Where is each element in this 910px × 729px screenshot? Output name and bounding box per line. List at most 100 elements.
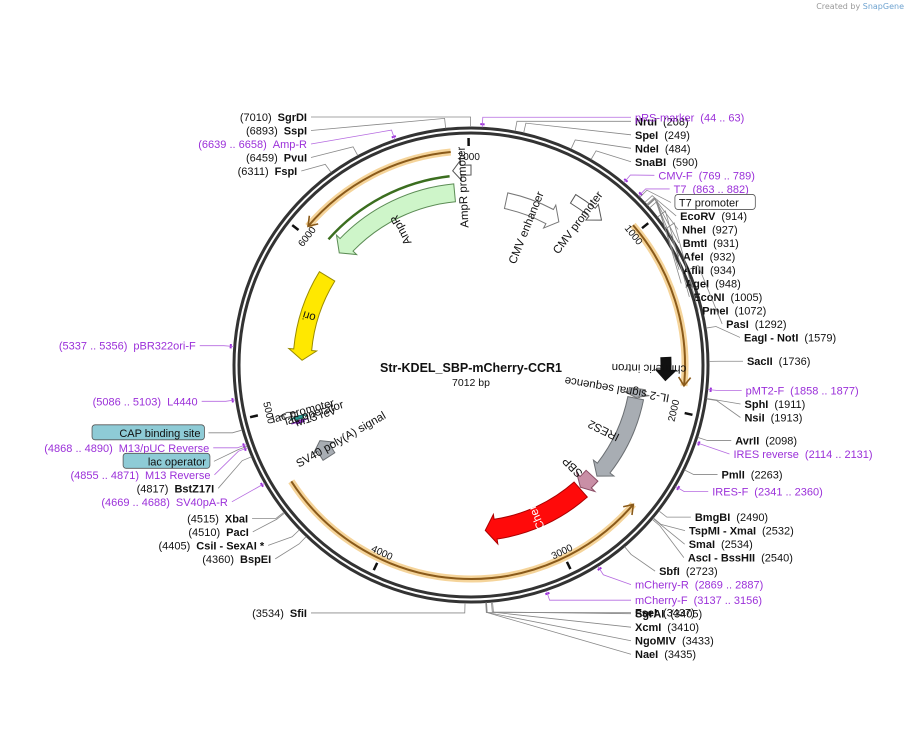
enzyme-label-bmti[interactable]: BmtI(931) <box>683 238 739 250</box>
enzyme-label-ngomiv[interactable]: NgoMIV(3433) <box>635 636 714 648</box>
primer-label-pmt2-f[interactable]: pMT2-F(1858 .. 1877) <box>746 386 859 398</box>
enzyme-label-sgrdi[interactable]: (7010)SgrDI <box>240 112 307 124</box>
site-position: (3405) <box>670 609 702 621</box>
enzyme-label-pvui[interactable]: (6459)PvuI <box>246 153 307 165</box>
enzyme-label-agei[interactable]: AgeI(948) <box>685 278 741 290</box>
enzyme-label-sfii[interactable]: (3534)SfiI <box>252 608 307 620</box>
leader-line-nsii <box>706 398 741 418</box>
enzyme-label-sacii[interactable]: SacII(1736) <box>747 356 810 368</box>
leader-line-sspi <box>310 117 447 131</box>
primer-label-ires-f[interactable]: IRES-F(2341 .. 2360) <box>712 487 823 499</box>
leader-line-aflii <box>647 198 680 271</box>
enzyme-label-econi[interactable]: EcoNI(1005) <box>693 292 762 304</box>
enzyme-label-snabi[interactable]: SnaBI(590) <box>635 157 698 169</box>
feature-m13-rev[interactable] <box>291 417 309 425</box>
feature-cmv-promoter[interactable] <box>569 193 603 221</box>
primer-label-m13-puc-reverse[interactable]: (4868 .. 4890)M13/pUC Reverse <box>44 443 209 455</box>
site-position: (3534) <box>252 608 284 620</box>
site-name: NheI <box>682 224 706 236</box>
site-position: (5337 .. 5356) <box>59 341 128 353</box>
site-name: XbaI <box>225 513 248 525</box>
enzyme-label-asci-bsshii[interactable]: AscI - BssHII(2540) <box>688 553 793 565</box>
feature-mcherry[interactable] <box>484 481 589 546</box>
site-name: T7 <box>674 184 687 196</box>
enzyme-label-xbai[interactable]: (4515)XbaI <box>187 513 248 525</box>
primer-label-amp-r[interactable]: (6639 .. 6658)Amp-R <box>198 139 307 151</box>
feature-ampr[interactable] <box>335 183 456 256</box>
leader-line-cmv-f <box>623 174 655 183</box>
enzyme-label-xcmi[interactable]: XcmI(3410) <box>635 622 699 634</box>
leader-line-pbr322ori-f <box>199 345 234 347</box>
enzyme-label-pasi[interactable]: PasI(1292) <box>726 319 786 331</box>
site-position: (931) <box>713 238 739 250</box>
enzyme-label-sbfi[interactable]: SbfI(2723) <box>659 566 718 578</box>
site-name: M13/pUC Reverse <box>119 443 209 455</box>
enzyme-label-afei[interactable]: AfeI(932) <box>683 251 735 263</box>
enzyme-label-tspmi-xmai[interactable]: TspMI - XmaI(2532) <box>689 526 794 538</box>
enzyme-label-avrii[interactable]: AvrII(2098) <box>735 435 797 447</box>
enzyme-label-sphi[interactable]: SphI(1911) <box>745 399 806 411</box>
enzyme-label-paci[interactable]: (4510)PacI <box>188 527 248 539</box>
enzyme-label-ecorv[interactable]: EcoRV(914) <box>680 211 747 223</box>
feature-ires2[interactable] <box>592 396 645 477</box>
enzyme-label-bspei[interactable]: (4360)BspEI <box>202 554 271 566</box>
feature-ori[interactable] <box>287 270 336 361</box>
enzyme-label-nhei[interactable]: NheI(927) <box>682 224 738 236</box>
feature-sbp[interactable] <box>575 469 599 493</box>
feature-sv40-polya[interactable] <box>312 440 336 462</box>
enzyme-label-naei[interactable]: NaeI(3435) <box>635 649 696 661</box>
enzyme-label-nsii[interactable]: NsiI(1913) <box>744 413 802 425</box>
feature-callout-lac-operator[interactable]: lac operator <box>148 456 206 468</box>
snapgene-credit: Created by SnapGene <box>816 2 904 11</box>
primer-label-cmv-f[interactable]: CMV-F(769 .. 789) <box>658 170 755 182</box>
leader-line-mcherry-r <box>597 566 632 586</box>
primer-label-pbr322ori-f[interactable]: (5337 .. 5356)pBR322ori-F <box>59 341 196 353</box>
feature-il2-signal[interactable] <box>623 386 650 398</box>
primer-label-t7[interactable]: T7(863 .. 882) <box>674 184 749 196</box>
primer-label-mcherry-r[interactable]: mCherry-R(2869 .. 2887) <box>635 580 763 592</box>
primer-label-prs-marker[interactable]: pRS-marker(44 .. 63) <box>635 112 744 124</box>
primer-label-ires-reverse[interactable]: IRES reverse(2114 .. 2131) <box>733 449 872 461</box>
enzyme-label-csii-sexai[interactable]: (4405)CsiI - SexAI * <box>158 540 264 552</box>
enzyme-label-pmli[interactable]: PmlI(2263) <box>722 469 783 481</box>
enzyme-label-ndei[interactable]: NdeI(484) <box>635 143 691 155</box>
site-name: BspEI <box>240 554 271 566</box>
enzyme-label-bmgbi[interactable]: BmgBI(2490) <box>695 512 768 524</box>
feature-callout-cap-binding-site[interactable]: CAP binding site <box>119 428 200 440</box>
site-position: (3435) <box>664 649 696 661</box>
site-position: (3410) <box>667 622 699 634</box>
enzyme-label-pmei[interactable]: PmeI(1072) <box>702 305 766 317</box>
enzyme-label-sgrai[interactable]: SgrAI (3405) <box>635 609 702 621</box>
leader-line-smai <box>652 517 685 545</box>
feature-chimeric-intron[interactable] <box>654 356 678 382</box>
feature-ampr-promoter[interactable] <box>452 158 472 182</box>
enzyme-label-aflii[interactable]: AflII(934) <box>683 265 735 277</box>
feature-cmv-enhancer[interactable] <box>503 192 560 230</box>
enzyme-label-sspi[interactable]: (6893)SspI <box>246 126 307 138</box>
leader-line-bmgbi <box>658 510 691 518</box>
leader-line-econi <box>657 210 690 298</box>
tick-label-1000: 1000 <box>622 223 645 248</box>
enzyme-label-nrui[interactable]: NruI(208) <box>635 116 689 128</box>
site-position: (934) <box>710 265 736 277</box>
site-name: SgrAI <box>635 609 664 621</box>
enzyme-label-fspi[interactable]: (6311)FspI <box>238 166 298 178</box>
feature-lac-promoter[interactable] <box>278 411 297 419</box>
enzyme-label-bstz17i[interactable]: (4817)BstZ17I <box>137 483 215 495</box>
enzyme-label-smai[interactable]: SmaI(2534) <box>689 539 753 551</box>
feature-callout-t7-promoter[interactable]: T7 promoter <box>679 197 739 209</box>
site-position: (6311) <box>238 166 269 178</box>
enzyme-label-fsei[interactable]: FseI(3437) <box>635 608 695 620</box>
enzyme-label-spei[interactable]: SpeI(249) <box>635 130 690 142</box>
enzyme-label-eagi-noti[interactable]: EagI - NotI(1579) <box>744 332 836 344</box>
primer-label-m13-reverse[interactable]: (4855 .. 4871)M13 Reverse <box>71 470 211 482</box>
feature-lac-operator[interactable] <box>289 414 308 421</box>
primer-label-sv40pa-r[interactable]: (4669 .. 4688)SV40pA-R <box>101 497 228 509</box>
primer-label-mcherry-f[interactable]: mCherry-F(3137 .. 3156) <box>635 595 762 607</box>
site-name: CMV-F <box>658 170 693 182</box>
leader-line-pmei <box>665 222 699 311</box>
site-position: (2534) <box>721 539 753 551</box>
leader-line-agei <box>649 200 682 284</box>
primer-label-l4440[interactable]: (5086 .. 5103)L4440 <box>93 396 198 408</box>
